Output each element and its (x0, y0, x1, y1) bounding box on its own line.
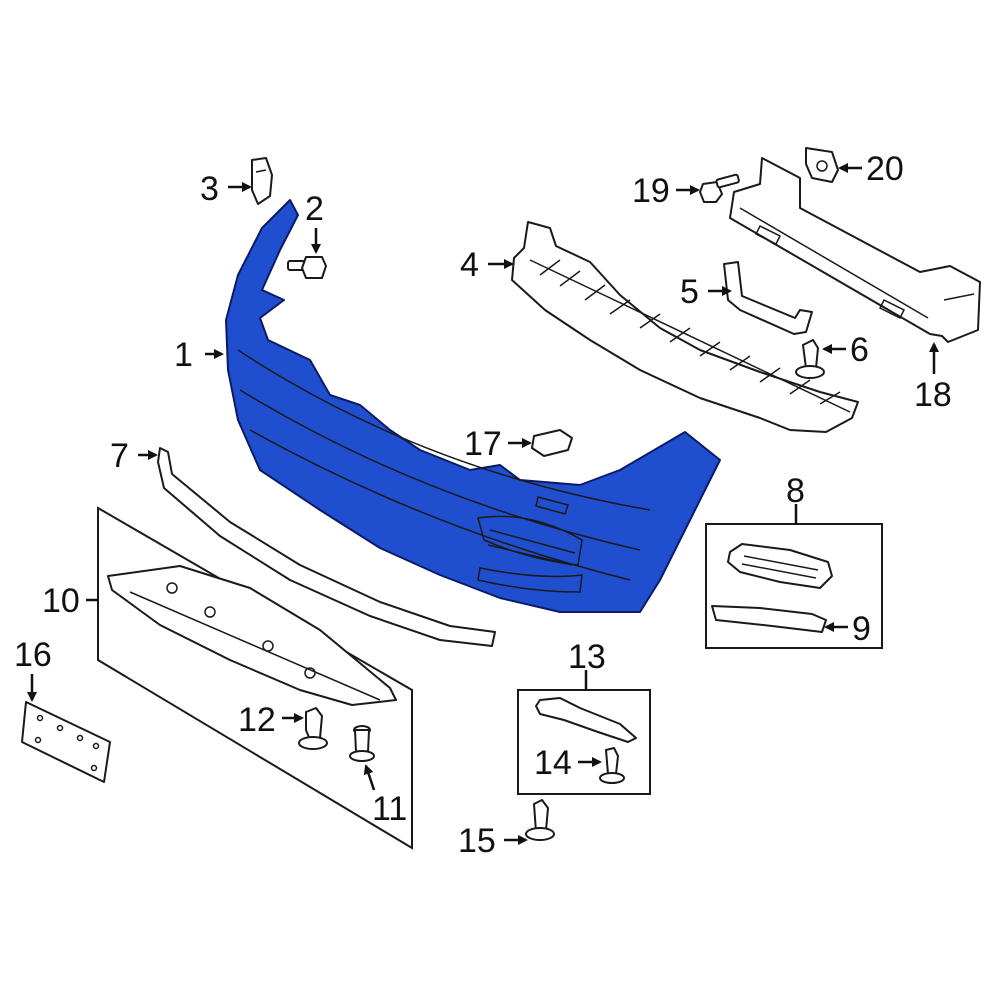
push-pin-12[interactable] (298, 707, 328, 750)
splash-shield-10[interactable] (97, 506, 413, 850)
bracket-5[interactable] (723, 261, 813, 335)
push-pin-11[interactable] (349, 725, 375, 762)
push-clip-6[interactable] (795, 339, 825, 379)
clip-nut-20[interactable] (805, 147, 839, 183)
callout-19: 19 (632, 172, 670, 210)
push-pin-15[interactable] (525, 799, 555, 841)
callout-15: 15 (458, 822, 496, 860)
callout-3: 3 (200, 170, 219, 208)
callout-8: 8 (786, 472, 805, 510)
callout-13: 13 (568, 638, 606, 676)
grille-trim-9[interactable] (711, 605, 827, 633)
callout-5: 5 (680, 273, 699, 311)
callout-2: 2 (305, 190, 324, 228)
tow-hook-cap-17[interactable] (531, 429, 573, 457)
callout-11: 11 (372, 790, 407, 828)
push-pin-14[interactable] (599, 747, 625, 784)
energy-absorber-4[interactable] (511, 221, 859, 433)
callout-14: 14 (534, 744, 572, 782)
bumper-cover[interactable] (225, 199, 721, 613)
bolt-19[interactable] (699, 173, 740, 203)
callout-20: 20 (866, 150, 904, 188)
callout-16: 16 (14, 636, 52, 674)
callout-10: 10 (42, 582, 80, 620)
callout-18: 18 (914, 376, 952, 414)
callout-labels: 1 2 3 4 5 6 7 8 9 10 11 12 13 14 15 16 1… (14, 150, 952, 860)
callout-9: 9 (852, 610, 871, 648)
grille-group-8[interactable] (705, 523, 883, 649)
callout-7: 7 (110, 437, 129, 475)
leader-lines (27, 163, 939, 845)
trim-strip-7[interactable] (157, 447, 496, 647)
reinforcement-beam-18[interactable] (729, 157, 981, 343)
bracket-3[interactable] (251, 157, 273, 205)
callout-12: 12 (238, 701, 276, 739)
license-bracket-16[interactable] (21, 701, 111, 783)
callout-1: 1 (174, 336, 193, 374)
bolt-2[interactable] (287, 256, 327, 279)
callout-17: 17 (464, 425, 502, 463)
callout-4: 4 (460, 246, 479, 284)
callout-6: 6 (850, 331, 869, 369)
bracket-group-13[interactable] (517, 689, 651, 795)
